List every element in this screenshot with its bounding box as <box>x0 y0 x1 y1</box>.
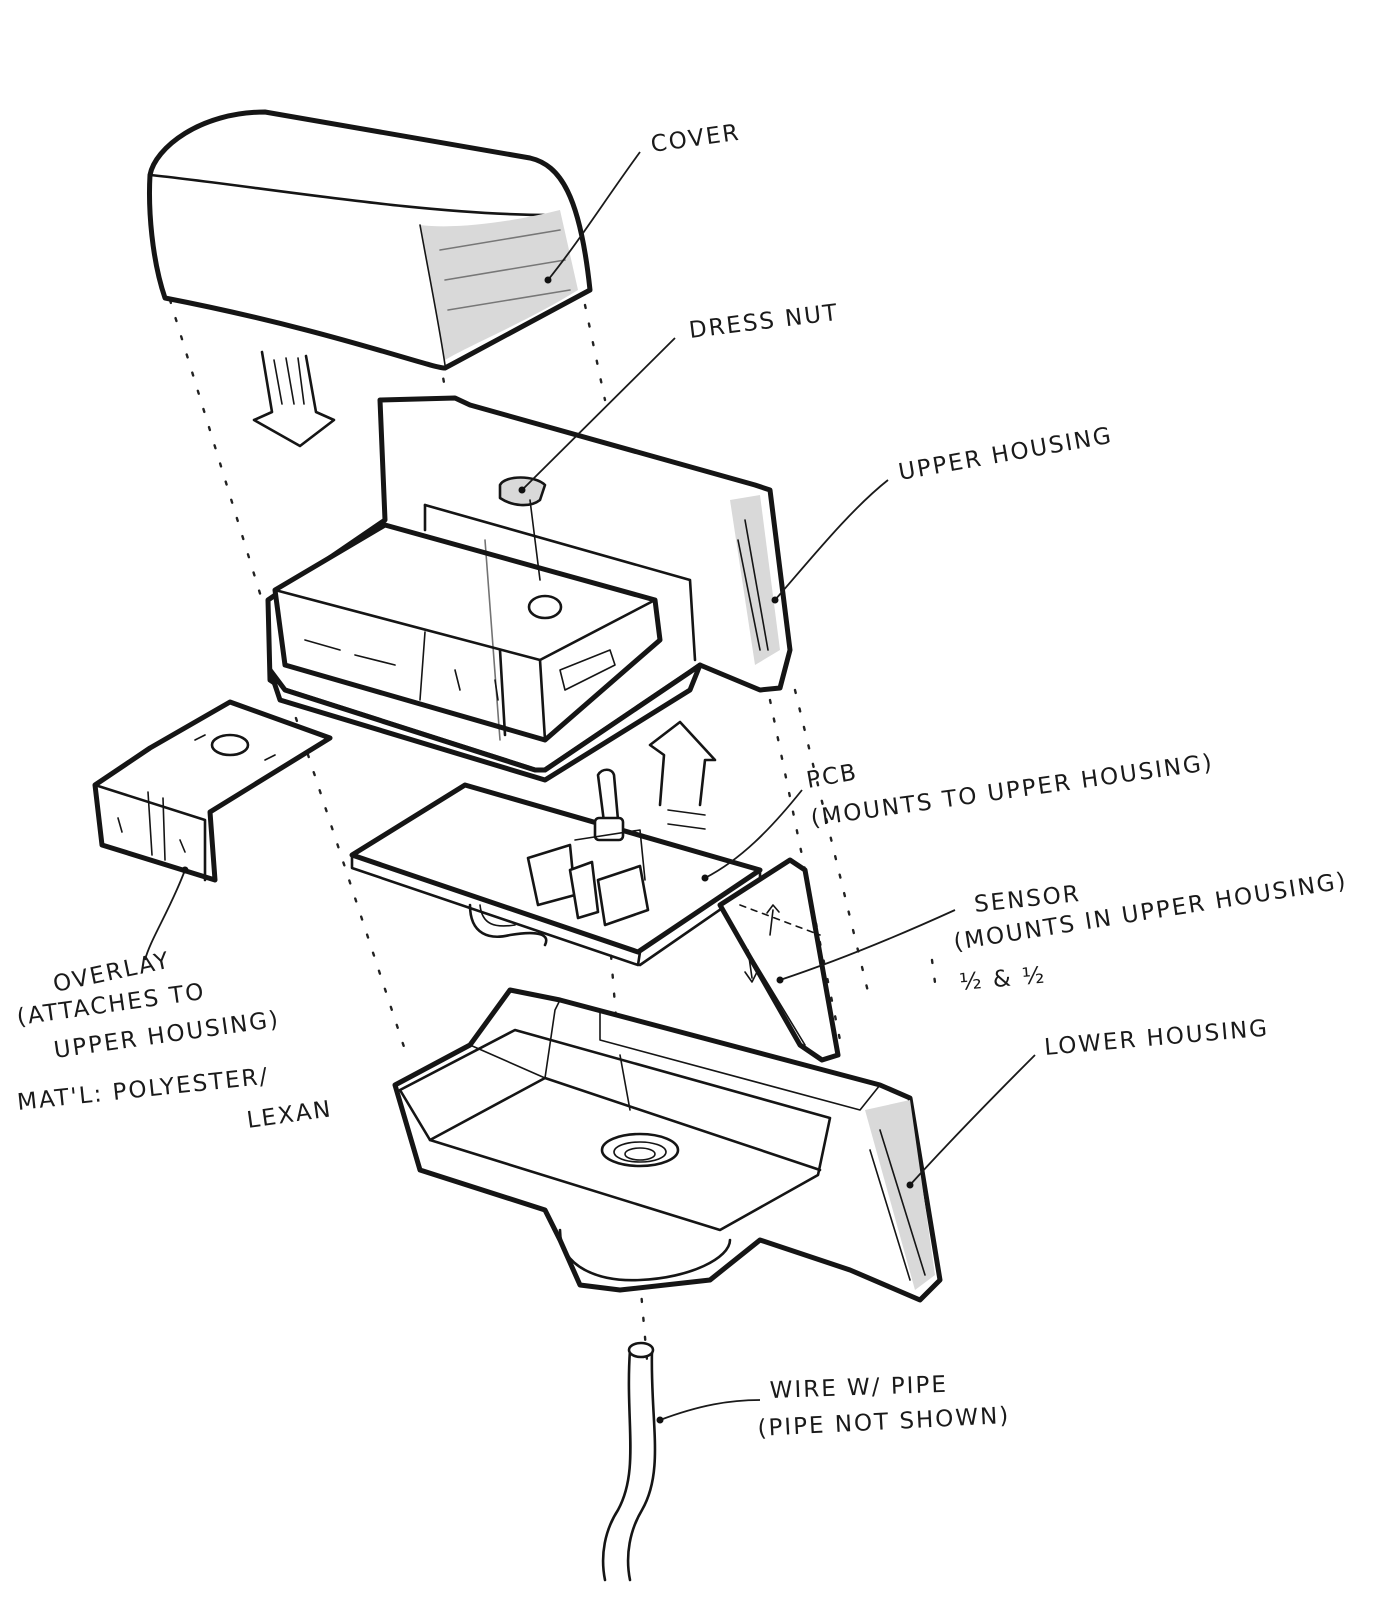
upper-housing-part <box>265 395 793 783</box>
dress-nut-label: DRESS NUT <box>688 300 841 344</box>
material-label: MAT'L: POLYESTER/ <box>16 1064 271 1116</box>
cover-down-arrow <box>252 350 336 448</box>
pcb-note-label: (MOUNTS TO UPPER HOUSING) <box>809 750 1215 832</box>
lower-housing-label: LOWER HOUSING <box>1043 1015 1270 1061</box>
pcb-part <box>349 768 763 967</box>
pcb-up-arrow <box>648 720 717 830</box>
cover-part <box>147 109 593 371</box>
overlay-part <box>92 699 333 883</box>
material-lexan-label: LEXAN <box>245 1096 334 1134</box>
callout-leaders <box>144 151 1036 1424</box>
wire-label: WIRE W/ PIPE <box>769 1372 948 1404</box>
wire-note-label: (PIPE NOT SHOWN) <box>757 1403 1011 1442</box>
sensor-part <box>717 857 841 1063</box>
wire-part <box>601 1341 657 1582</box>
upper-housing-label: UPPER HOUSING <box>897 423 1115 486</box>
lower-housing-part <box>392 987 943 1303</box>
cover-label: COVER <box>649 120 742 158</box>
sensor-dimension-label: ½ & ½ <box>958 962 1047 995</box>
